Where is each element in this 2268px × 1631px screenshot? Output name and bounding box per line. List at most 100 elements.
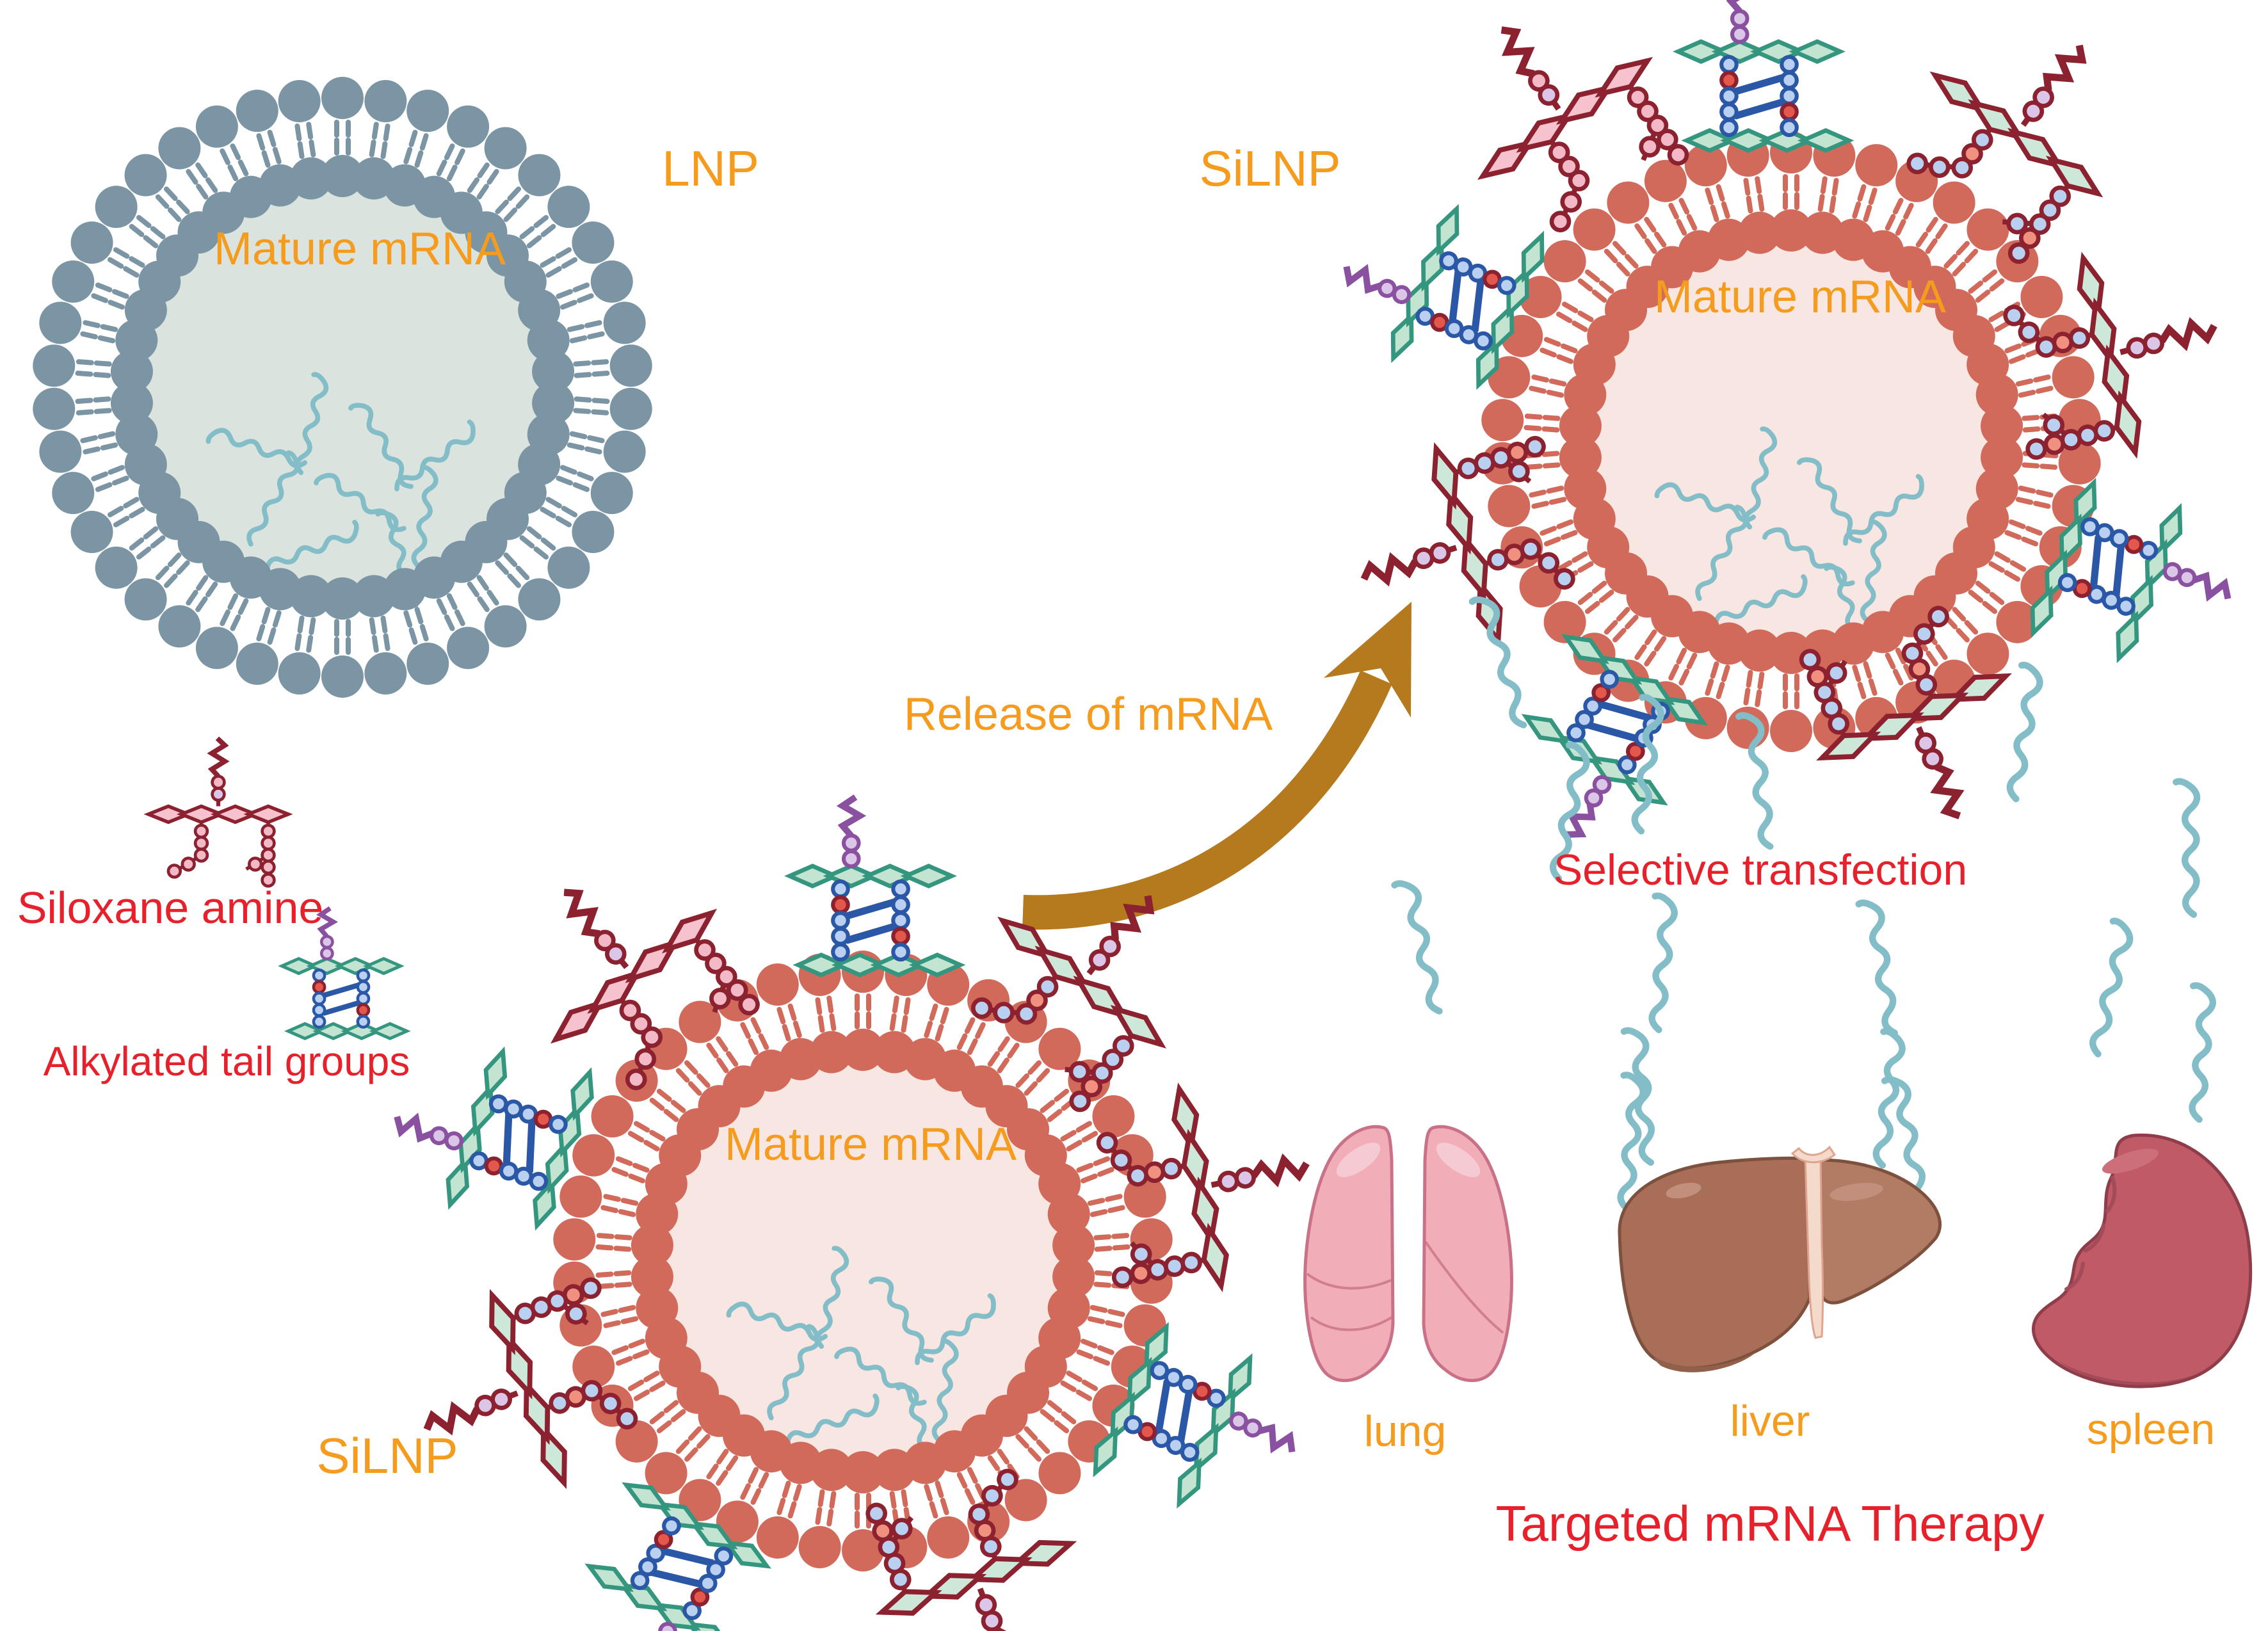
siloxane-amine-icon	[143, 736, 293, 888]
lung-illustration	[1303, 1125, 1513, 1383]
alkylated-tail-ligand	[1093, 1322, 1296, 1509]
mrna-strand	[931, 1338, 959, 1443]
mrna-strand	[1713, 574, 1808, 625]
mrna-strand	[767, 1324, 821, 1420]
release-arrow-shaft	[1022, 670, 1392, 930]
mrna-strand	[314, 472, 406, 533]
surface-ligands-layer	[143, 0, 2232, 1631]
siloxane-amine-ligand	[1096, 1082, 1310, 1292]
spleen-wrinkle-1	[2064, 1262, 2085, 1291]
siloxane-amine-ligand	[1799, 606, 2012, 819]
liver-highlight-right	[1830, 1182, 1883, 1201]
release-arrow-head	[1324, 602, 1411, 718]
liver-illustration	[1618, 1145, 1942, 1372]
mrna-strand	[726, 1301, 828, 1342]
spleen-highlight	[2102, 1148, 2159, 1174]
target-organs	[1303, 1125, 2253, 1388]
particle-core	[129, 173, 556, 601]
mrna-strand	[785, 1394, 880, 1445]
mrna-strand	[869, 1276, 934, 1363]
siloxane-amine-ligand	[865, 1468, 1077, 1631]
left-lung-fissure	[1306, 1273, 1392, 1290]
labels-layer: LNP SiLNP Mature mRNA Mature mRNA Mature…	[17, 140, 2216, 1552]
liver-ligament-top	[1790, 1145, 1837, 1164]
liver-highlight-left	[1666, 1182, 1701, 1199]
mrna-strand	[294, 372, 329, 476]
silnp-bottom-label: SiLNP	[316, 1427, 458, 1484]
siloxane-amine-ligand	[970, 895, 1166, 1113]
mrna-strand	[1881, 1076, 1929, 1212]
mrna-strand	[2089, 917, 2134, 1057]
alkylated-tail-ligand	[584, 1482, 771, 1631]
released-mrna-layer	[1391, 596, 2216, 1212]
mrna-strand	[1631, 693, 1664, 835]
right-lung-fissure	[1424, 1241, 1504, 1334]
alkylated-tail-groups-label: Alkylated tail groups	[44, 1038, 410, 1084]
mrna-strand	[1860, 519, 1887, 623]
mrna-strand	[394, 419, 476, 492]
mrna-strand	[1743, 426, 1778, 530]
mrna-strand	[1620, 1027, 1655, 1166]
mrna-strand	[2006, 661, 2043, 803]
mrna-strand	[1735, 712, 1774, 850]
mrna-strand	[1648, 892, 1678, 1033]
mature-mrna-silnp-bottom-label: Mature mRNA	[725, 1119, 1017, 1170]
selective-transfection-label: Selective transfection	[1554, 846, 1967, 894]
liver-bottom-shade	[1654, 1352, 1757, 1372]
mrna-strand	[1855, 899, 1898, 1036]
mrna-strand	[411, 465, 438, 569]
spleen-label: spleen	[2087, 1405, 2215, 1454]
release-arrow	[1022, 602, 1411, 930]
mrna-strand	[1797, 457, 1862, 543]
mrna-strand	[1762, 527, 1855, 587]
mature-mrna-silnp-top-label: Mature mRNA	[1654, 271, 1946, 323]
siloxane-amine-label: Siloxane amine	[17, 883, 324, 933]
liver-falciform-ligament	[1804, 1156, 1824, 1339]
liver-left-lobe	[1618, 1156, 1812, 1370]
siloxane-amine-ligand	[423, 1277, 638, 1490]
siloxane-amine-ligand	[550, 888, 760, 1091]
mature-mrna-lnp-label: Mature mRNA	[214, 223, 506, 275]
particle-core	[649, 1047, 1077, 1475]
alkylated-tail-ligand	[394, 1046, 594, 1231]
alkylated-tail-ligand	[784, 794, 966, 977]
left-lung-highlight	[1336, 1143, 1381, 1177]
mrna-strand	[2173, 778, 2201, 918]
alkylated-tail-ligand	[1673, 0, 1854, 153]
mrna-strand	[1549, 741, 1590, 882]
mrna-strand	[834, 1346, 927, 1406]
alkylated-tail-icon	[278, 906, 411, 1041]
silnp-particle-bottom	[553, 951, 1173, 1571]
right-lung-lobe	[1422, 1125, 1513, 1383]
mrna-strand	[1617, 1072, 1646, 1212]
right-lung-highlight	[1436, 1143, 1481, 1177]
siloxane-amine-ligand	[2003, 252, 2217, 460]
spleen-wrinkle-3	[2105, 1176, 2117, 1213]
mrna-strand	[915, 1293, 996, 1365]
alkylated-tail-ligand	[1343, 204, 1545, 390]
liver-label: liver	[1730, 1397, 1810, 1445]
mrna-strand	[246, 450, 300, 547]
mrna-strand	[1654, 482, 1757, 523]
mrna-strand	[1695, 504, 1749, 601]
release-of-mrna-label: Release of mRNA	[904, 689, 1273, 740]
mrna-strand	[264, 520, 359, 571]
targeted-mrna-therapy-label: Targeted mRNA Therapy	[1496, 1495, 2045, 1552]
mrna-strand	[1391, 880, 1443, 1015]
mrna-strand	[815, 1246, 849, 1349]
siloxane-amine-ligand	[1477, 26, 1689, 232]
spleen-illustration	[2032, 1133, 2253, 1388]
spleen-wrinkle-2	[2084, 1223, 2105, 1253]
siloxane-amine-ligand	[1360, 435, 1575, 647]
mrna-strand	[1468, 596, 1527, 728]
spleen-body	[2032, 1133, 2253, 1388]
siloxane-amine-ligand	[1906, 44, 2103, 264]
mrna-strand	[2189, 982, 2216, 1123]
left-lung-lobe	[1303, 1125, 1395, 1383]
mrna-strand	[1872, 1027, 1906, 1169]
lung-label: lung	[1364, 1407, 1447, 1456]
particle-core	[1577, 228, 2005, 655]
mrna-strand	[348, 403, 414, 489]
